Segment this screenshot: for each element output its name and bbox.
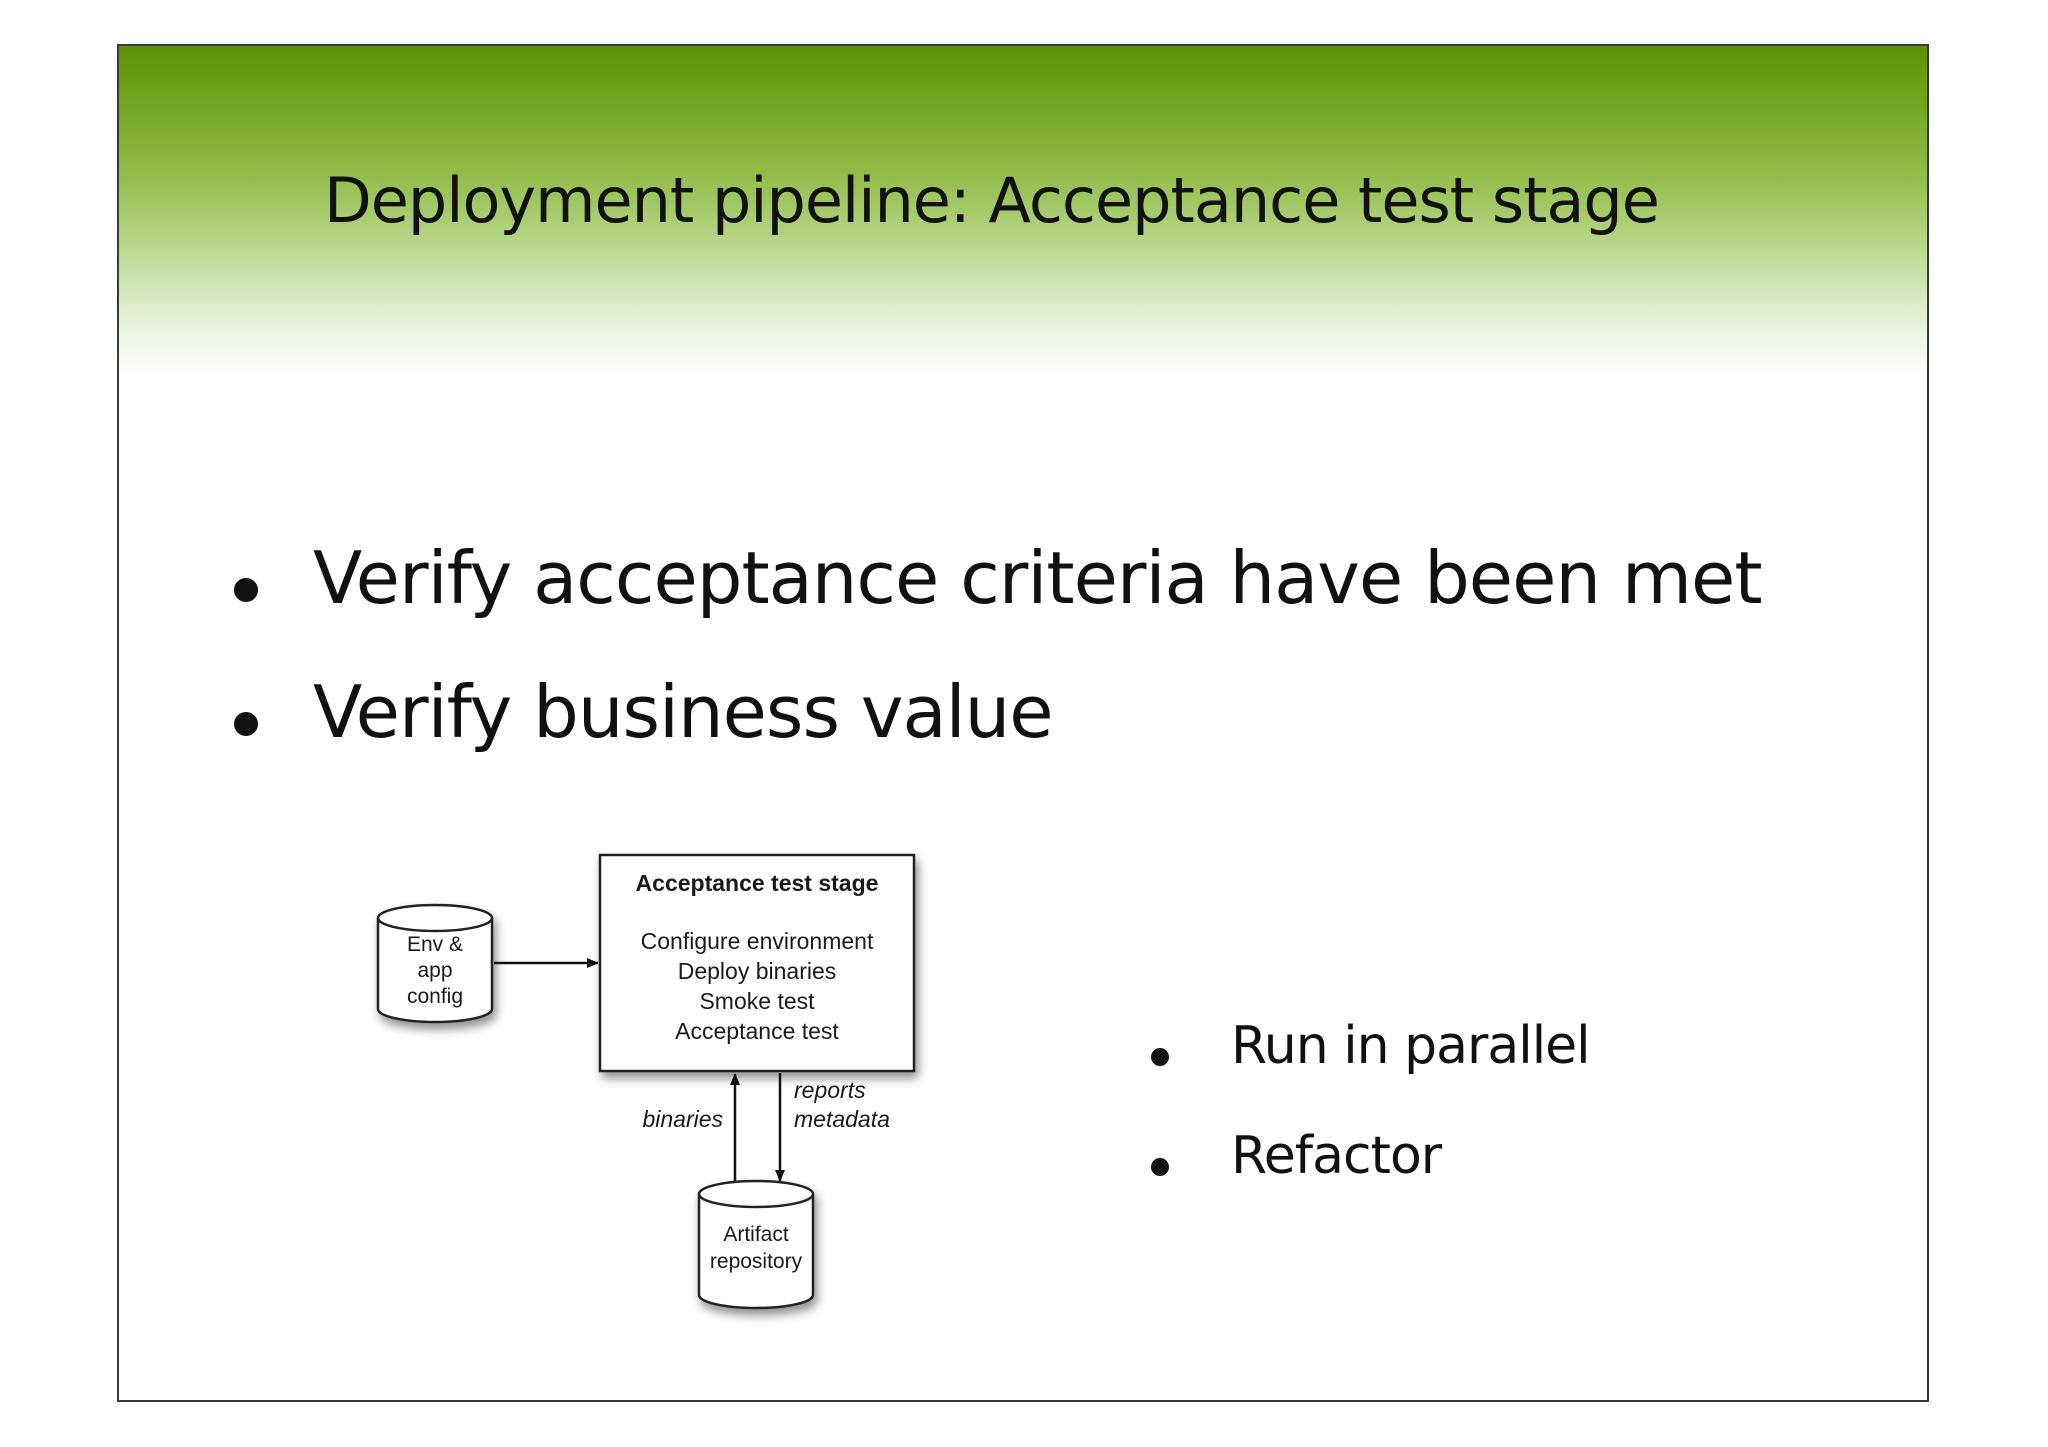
env-config-label-line2: app <box>417 959 452 982</box>
binaries-edge-label: binaries <box>642 1106 723 1132</box>
stage-step: Deploy binaries <box>678 958 837 984</box>
stage-step: Smoke test <box>699 988 815 1014</box>
acceptance-stage-box <box>598 853 916 1073</box>
stage-step: Configure environment <box>641 928 874 954</box>
main-bullet-text: Verify acceptance criteria have been met <box>313 536 1763 620</box>
side-bullet-text: Run in parallel <box>1231 1016 1591 1076</box>
env-config-label-line1: Env & <box>407 933 463 956</box>
pipeline-diagram: Env & app config Acceptance test stage C… <box>376 853 916 1310</box>
artifact-repository-cylinder <box>697 1179 815 1310</box>
slide-frame: Deployment pipeline: Acceptance test sta… <box>117 44 1929 1402</box>
main-bullet-text: Verify business value <box>313 670 1053 754</box>
reports-edge-label: reports <box>794 1077 866 1103</box>
bullet-dot-icon <box>1151 1048 1169 1066</box>
stage-box-title: Acceptance test stage <box>636 870 879 896</box>
bullet-dot-icon <box>1151 1158 1169 1176</box>
bullet-dot-icon <box>234 578 258 602</box>
env-config-cylinder <box>376 903 494 1024</box>
header-gradient-band <box>119 46 1927 376</box>
metadata-edge-label: metadata <box>794 1106 890 1132</box>
side-bullet-text: Refactor <box>1231 1126 1442 1186</box>
bullet-dot-icon <box>234 712 258 736</box>
artifact-repo-label-line2: repository <box>710 1250 803 1273</box>
slide-title: Deployment pipeline: Acceptance test sta… <box>324 164 1660 237</box>
env-config-label-line3: config <box>407 985 463 1008</box>
artifact-repo-label-line1: Artifact <box>723 1223 789 1246</box>
stage-step: Acceptance test <box>675 1018 839 1044</box>
